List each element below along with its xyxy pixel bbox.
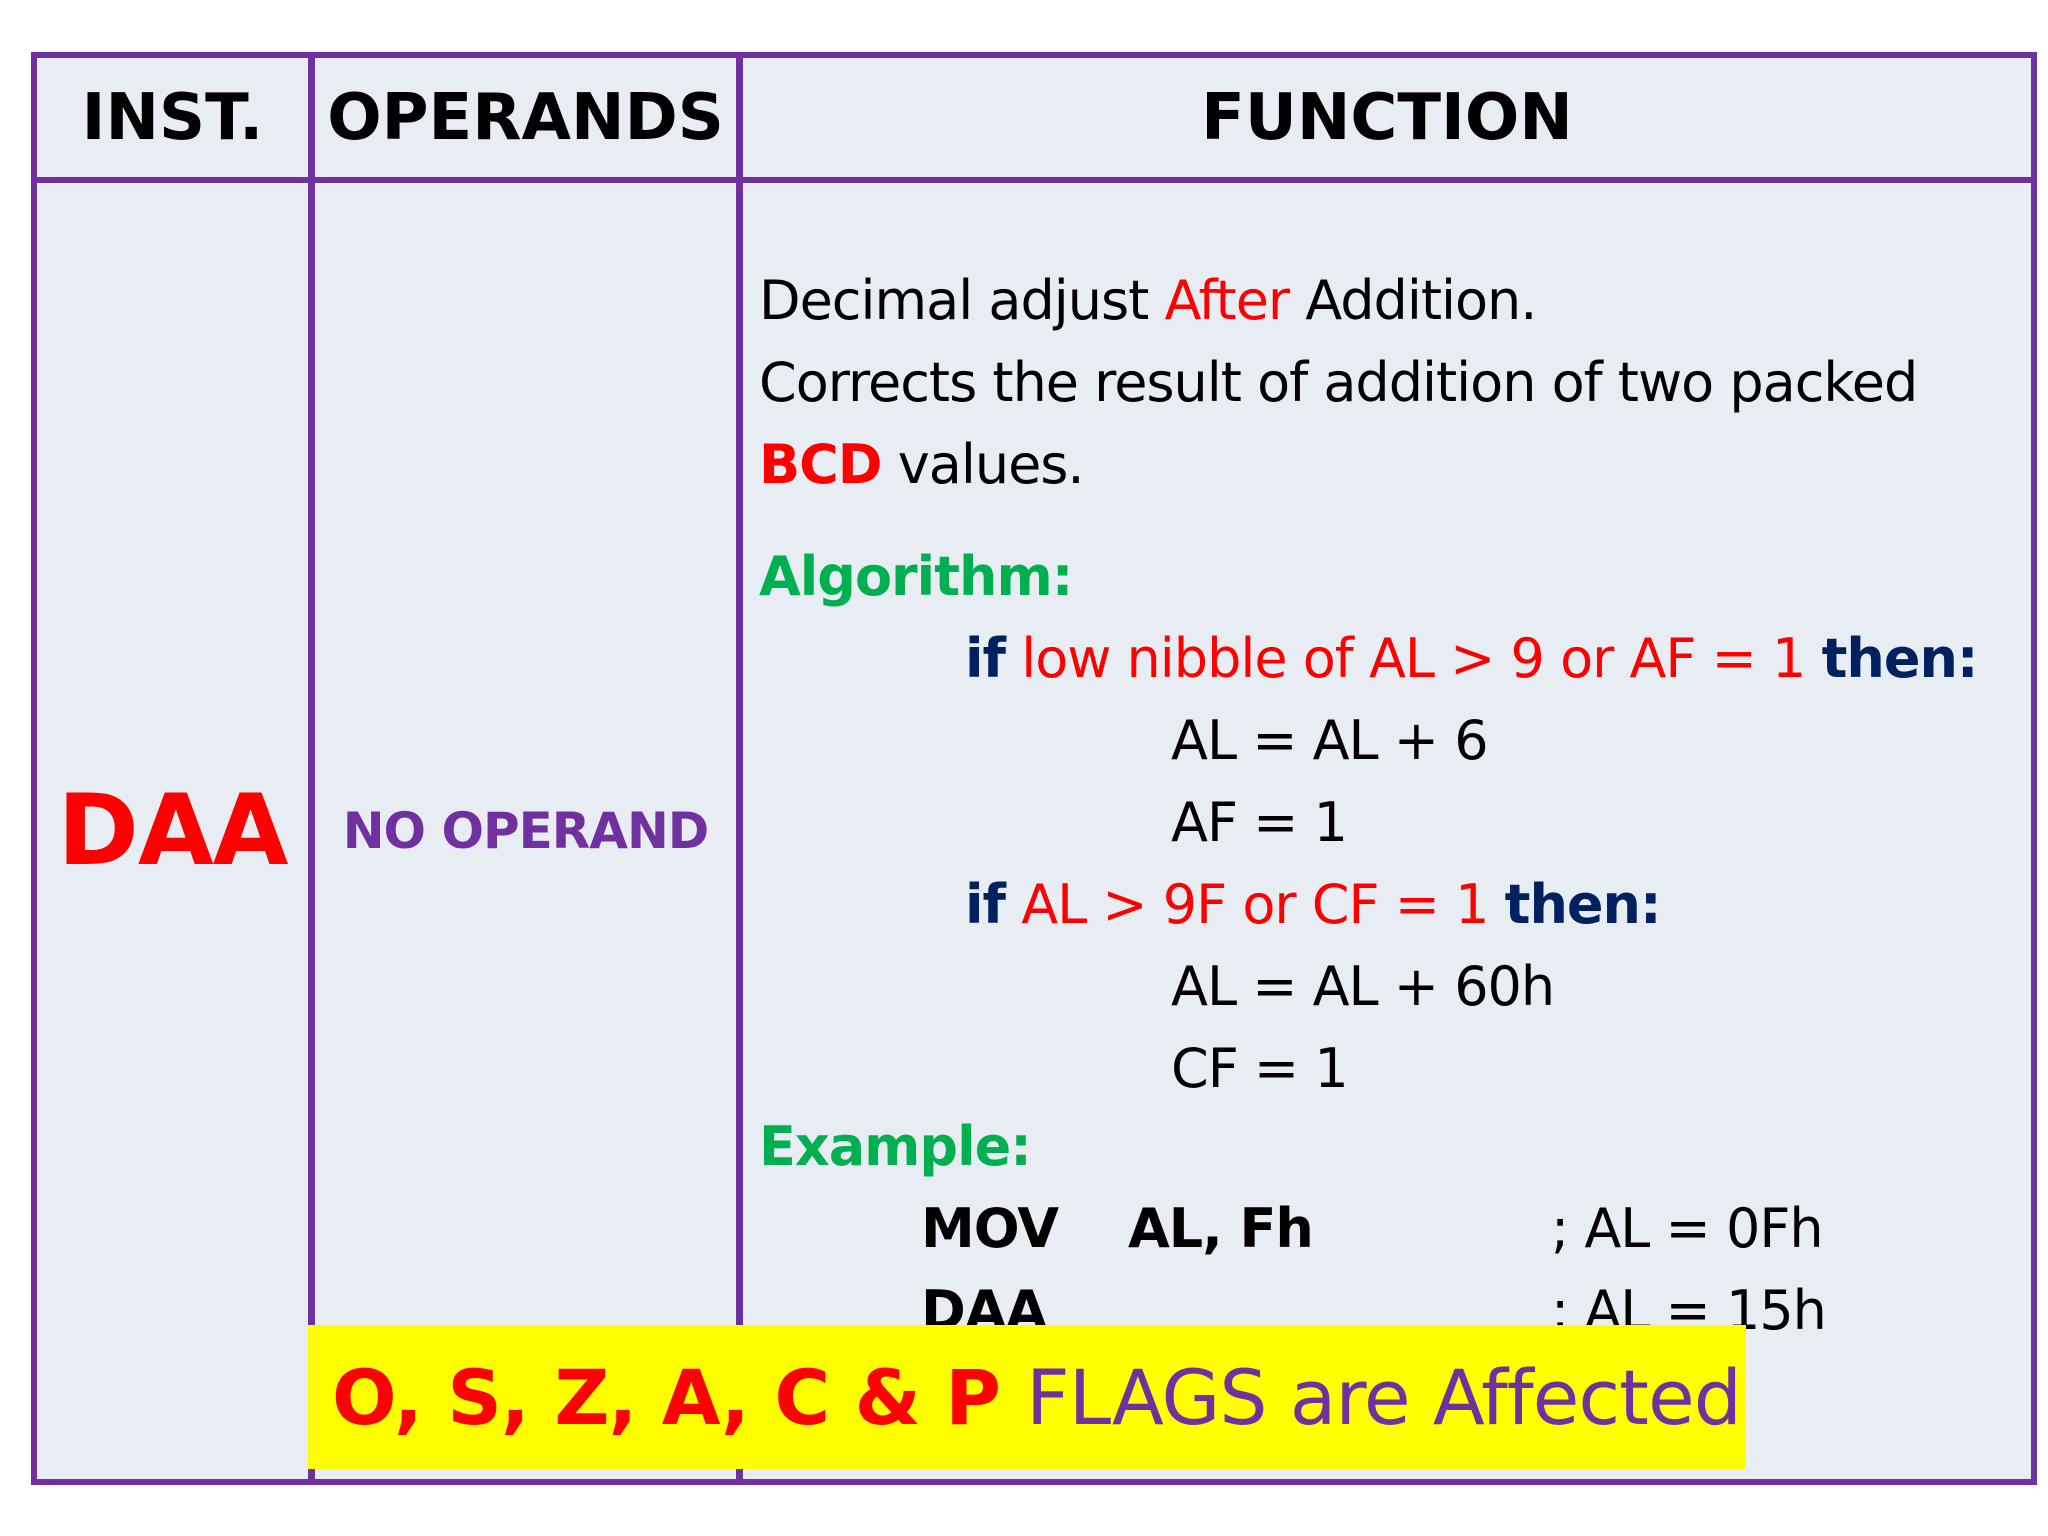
instruction-name: DAA xyxy=(57,774,288,888)
algorithm-label: Algorithm: xyxy=(759,545,1073,608)
function-cell: Decimal adjust After Addition. Corrects … xyxy=(743,183,2031,1479)
operands-value: NO OPERAND xyxy=(342,802,710,860)
algorithm-step: AL = AL + 60h xyxy=(1171,955,1555,1018)
algorithm-if-1: if low nibble of AL > 9 or AF = 1 then: xyxy=(965,627,1978,690)
algorithm-step: CF = 1 xyxy=(1171,1037,1349,1100)
inst-cell: DAA xyxy=(37,183,308,1479)
flags-list: O, S, Z, A, C & P xyxy=(332,1352,1001,1442)
algorithm-if-2: if AL > 9F or CF = 1 then: xyxy=(965,873,1662,936)
example-operand: AL, Fh xyxy=(1128,1197,1314,1260)
algorithm-step: AL = AL + 6 xyxy=(1171,709,1489,772)
column-divider-2 xyxy=(736,58,743,1479)
example-mnemonic: MOV xyxy=(921,1197,1059,1260)
instruction-table: INST. OPERANDS FUNCTION DAA NO OPERAND D… xyxy=(31,52,2037,1485)
example-label: Example: xyxy=(759,1115,1032,1178)
header-operands: OPERANDS xyxy=(327,80,724,155)
flags-affected-banner: O, S, Z, A, C & P FLAGS are Affected xyxy=(308,1325,1746,1469)
function-description-1: Decimal adjust After Addition. xyxy=(759,269,1537,332)
flags-text: FLAGS are Affected xyxy=(1026,1352,1742,1442)
column-divider-1 xyxy=(308,58,315,1479)
header-inst: INST. xyxy=(81,80,264,155)
header-divider xyxy=(37,177,2031,183)
example-comment: ; AL = 0Fh xyxy=(1551,1197,1824,1260)
function-description-3: BCD values. xyxy=(759,433,1085,496)
header-function: FUNCTION xyxy=(1201,80,1573,155)
algorithm-step: AF = 1 xyxy=(1171,791,1348,854)
operands-cell: NO OPERAND xyxy=(315,183,736,1479)
function-description-2: Corrects the result of addition of two p… xyxy=(759,351,1918,414)
